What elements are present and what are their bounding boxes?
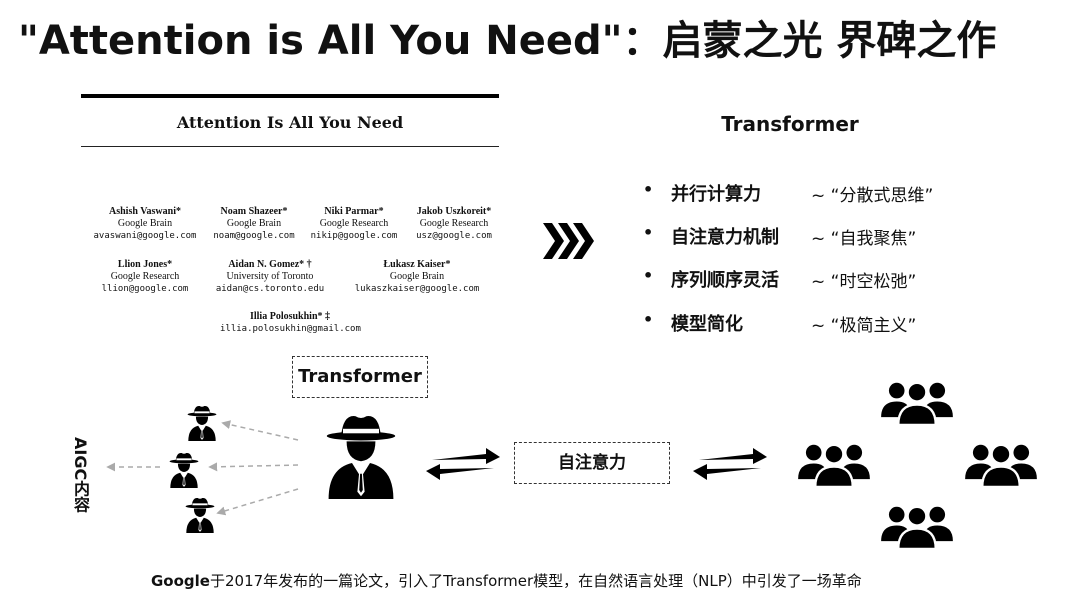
feature-desc: ~ “时空松弛” (811, 272, 917, 292)
users-group-icon (878, 502, 956, 549)
author-block: Noam Shazeer* Google Brain noam@google.c… (184, 206, 324, 242)
author-email: nikip@google.com (310, 231, 398, 241)
author-affiliation: Google Research (110, 271, 180, 282)
bullet: • (643, 223, 654, 242)
author-affiliation: Google Research (419, 218, 489, 229)
swap-arrows-icon (426, 448, 500, 480)
author-affiliation: Google Brain (117, 218, 173, 229)
author-name: Aidan N. Gomez* † (228, 259, 312, 270)
users-group-icon (878, 378, 956, 425)
caption-text: 于2017年发布的一篇论文，引入了Transformer模型，在自然语言处理（N… (209, 572, 862, 590)
slide-caption: Google于2017年发布的一篇论文，引入了Transformer模型，在自然… (151, 570, 1051, 591)
users-group-icon (795, 440, 873, 487)
author-block: Łukasz Kaiser* Google Brain lukaszkaiser… (347, 259, 487, 295)
author-email: noam@google.com (213, 231, 295, 241)
feature-term: 自注意力机制 (671, 227, 779, 248)
feature-desc: ~ “自我聚焦” (811, 229, 917, 249)
spy-icon (181, 495, 219, 533)
spy-icon (165, 450, 203, 488)
triple-chevron-right-icon (543, 223, 594, 259)
author-block: Jakob Uszkoreit* Google Research usz@goo… (384, 206, 524, 242)
aigc-content-label: AIGC内容 (71, 437, 90, 513)
swap-arrows-icon (693, 448, 767, 480)
author-email: illia.polosukhin@gmail.com (220, 324, 361, 334)
author-name: Ashish Vaswani* (109, 206, 181, 217)
feature-term: 模型简化 (671, 314, 743, 335)
feature-desc: ~ “极简主义” (811, 316, 917, 336)
author-email: llion@google.com (101, 284, 189, 294)
author-name: Niki Parmar* (324, 206, 384, 217)
transformer-heading: Transformer (721, 112, 859, 136)
bullet: • (643, 180, 654, 199)
author-name: Łukasz Kaiser* (383, 259, 451, 270)
author-block: Niki Parmar* Google Research nikip@googl… (284, 206, 424, 242)
feature-desc: ~ “分散式思维” (811, 186, 934, 206)
spy-icon (183, 403, 221, 441)
spy-icon (316, 405, 406, 503)
author-block: Illia Polosukhin* ‡ illia.polosukhin@gma… (220, 311, 361, 335)
users-group-icon (962, 440, 1040, 487)
aigc-output-lines (106, 420, 299, 516)
author-affiliation: University of Toronto (226, 271, 314, 282)
author-name: Illia Polosukhin* ‡ (249, 311, 331, 322)
author-affiliation: Google Brain (389, 271, 445, 282)
bullet: • (643, 266, 654, 285)
slide-title: "Attention is All You Need"：启蒙之光 界碑之作 (18, 18, 997, 64)
paper-bottom-rule (81, 146, 499, 147)
author-affiliation: Google Brain (226, 218, 282, 229)
paper-title: Attention Is All You Need (176, 113, 404, 132)
author-affiliation: Google Research (319, 218, 389, 229)
author-email: avaswani@google.com (93, 231, 197, 241)
author-email: usz@google.com (416, 231, 492, 241)
feature-term: 序列顺序灵活 (671, 270, 779, 291)
caption-brand: Google (151, 572, 210, 590)
paper-top-rule (81, 94, 499, 98)
author-name: Jakob Uszkoreit* (416, 206, 492, 217)
author-block: Ashish Vaswani* Google Brain avaswani@go… (75, 206, 215, 242)
author-name: Noam Shazeer* (220, 206, 288, 217)
self-attention-box: 自注意力 (514, 442, 670, 484)
feature-term: 并行计算力 (671, 184, 761, 205)
author-name: Llion Jones* (117, 259, 173, 270)
transformer-box: Transformer (292, 356, 428, 398)
author-block: Aidan N. Gomez* † University of Toronto … (200, 259, 340, 295)
bullet: • (643, 310, 654, 329)
author-email: lukaszkaiser@google.com (354, 284, 480, 294)
author-block: Llion Jones* Google Research llion@googl… (75, 259, 215, 295)
author-email: aidan@cs.toronto.edu (215, 284, 325, 294)
